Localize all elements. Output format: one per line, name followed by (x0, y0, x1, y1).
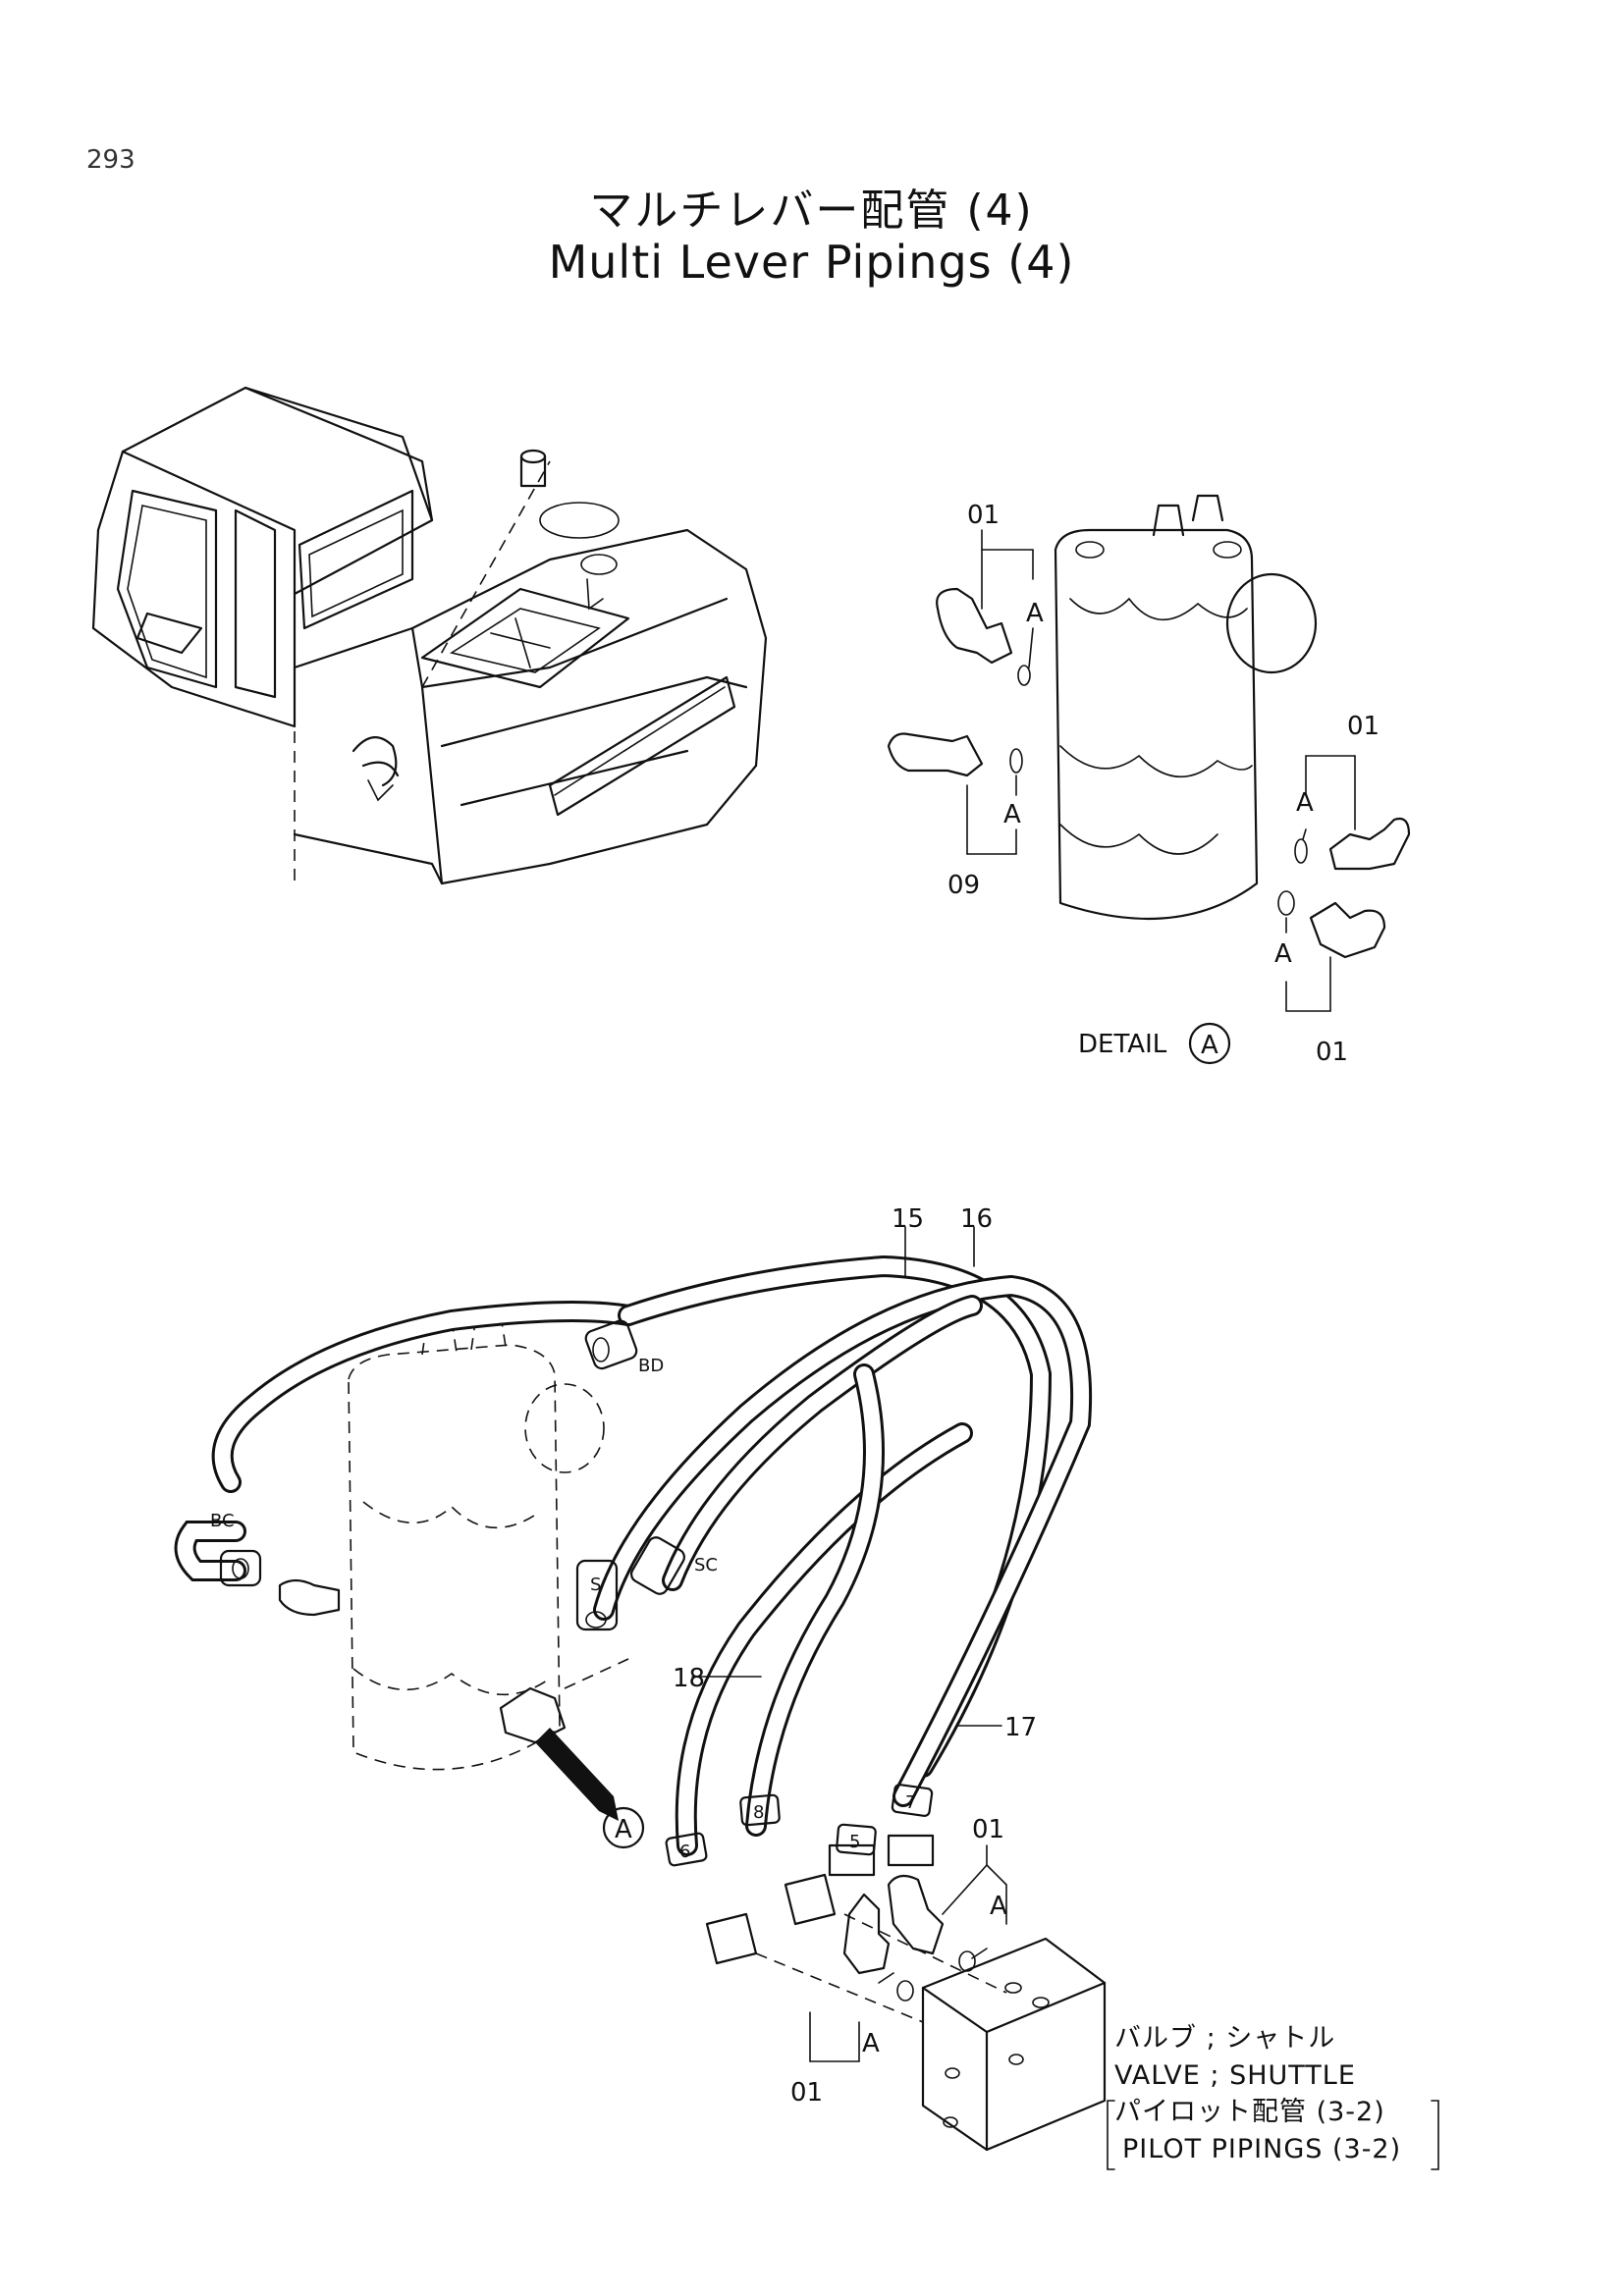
detail-label-01-top: 01 (967, 501, 1000, 530)
port-label-s: S (590, 1575, 601, 1595)
detail-oring-a-4: A (1274, 939, 1292, 969)
detail-oring-a-1: A (1026, 599, 1044, 628)
hose-label-18: 18 (673, 1664, 705, 1693)
detail-label-01-bottom: 01 (1316, 1038, 1348, 1067)
detail-marker-letter: A (1201, 1031, 1218, 1060)
hose-end-number-5: 5 (849, 1832, 860, 1852)
port-label-sc: SC (694, 1555, 718, 1575)
port-label-bd: BD (638, 1356, 664, 1376)
detail-oring-a-2: A (1296, 788, 1314, 818)
fitting-label-01-lower: 01 (790, 2078, 823, 2108)
port-label-bc: BC (210, 1511, 235, 1531)
fitting-sc (630, 1536, 685, 1595)
page-number: 293 (86, 145, 135, 175)
detail-caption: DETAIL (1078, 1030, 1167, 1059)
valve-captions: バルブ ; シャトル VALVE ; SHUTTLE パイロット配管 (3-2)… (1107, 2023, 1439, 2170)
fitting-s (575, 1559, 619, 1631)
detail-oring-a-3: A (1003, 800, 1021, 829)
pilot-pipings-ref-jp: パイロット配管 (3-2) (1114, 2097, 1385, 2127)
valve-label-en: VALVE ; SHUTTLE (1114, 2060, 1356, 2091)
main-oring-a-upper: A (990, 1892, 1007, 1921)
hose-end-number-6: 6 (679, 1842, 690, 1862)
main-oring-a-lower: A (862, 2029, 880, 2058)
detail-a-callout-letter: A (615, 1815, 632, 1844)
detail-a-drawing: 01 A 01 A A 09 A 01 DETAIL A (887, 494, 1411, 1067)
detail-marker-circle (1188, 1022, 1231, 1065)
detail-a-callout-circle (602, 1806, 645, 1849)
pilot-pipings-ref-en: PILOT PIPINGS (3-2) (1122, 2134, 1401, 2164)
hose-label-16: 16 (960, 1204, 993, 1234)
fitting-bd (584, 1319, 638, 1370)
fitting-shuttle-side (278, 1578, 567, 1744)
main-assembly-drawing: A 15 16 17 18 BD BC SC S 6 8 5 7 01 A A … (174, 1204, 1107, 2152)
detail-label-09: 09 (947, 871, 980, 900)
page-title-japanese: マルチレバー配管 (4) (589, 186, 1034, 236)
valve-label-jp: バルブ ; シャトル (1114, 2023, 1335, 2054)
excavator-illustration (91, 386, 768, 885)
fitting-label-01-upper: 01 (972, 1815, 1004, 1844)
hose-label-15: 15 (892, 1204, 924, 1234)
detail-label-01-right: 01 (1347, 712, 1380, 741)
fitting-bc (219, 1549, 262, 1587)
page-title-english: Multi Lever Pipings (4) (548, 236, 1075, 289)
hose-label-17: 17 (1004, 1713, 1037, 1742)
hose-end-number-7: 7 (905, 1792, 916, 1813)
hose-end-number-8: 8 (753, 1802, 764, 1823)
